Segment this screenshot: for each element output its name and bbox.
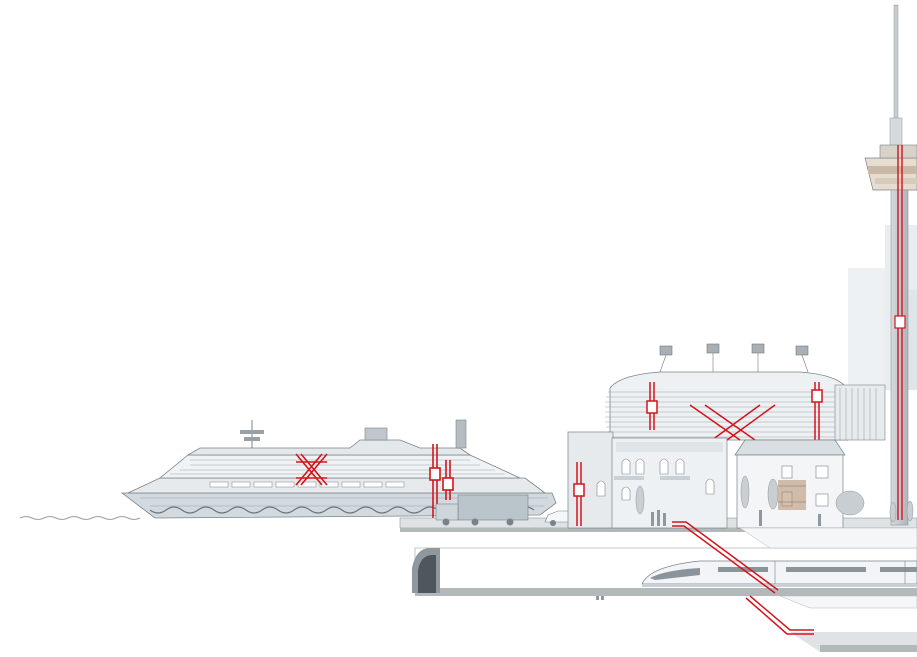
train-icon: [642, 561, 917, 587]
water-line: [20, 517, 140, 520]
underground-level: [415, 528, 917, 652]
stadium-icon: [605, 344, 885, 440]
building-icon: [568, 432, 845, 528]
